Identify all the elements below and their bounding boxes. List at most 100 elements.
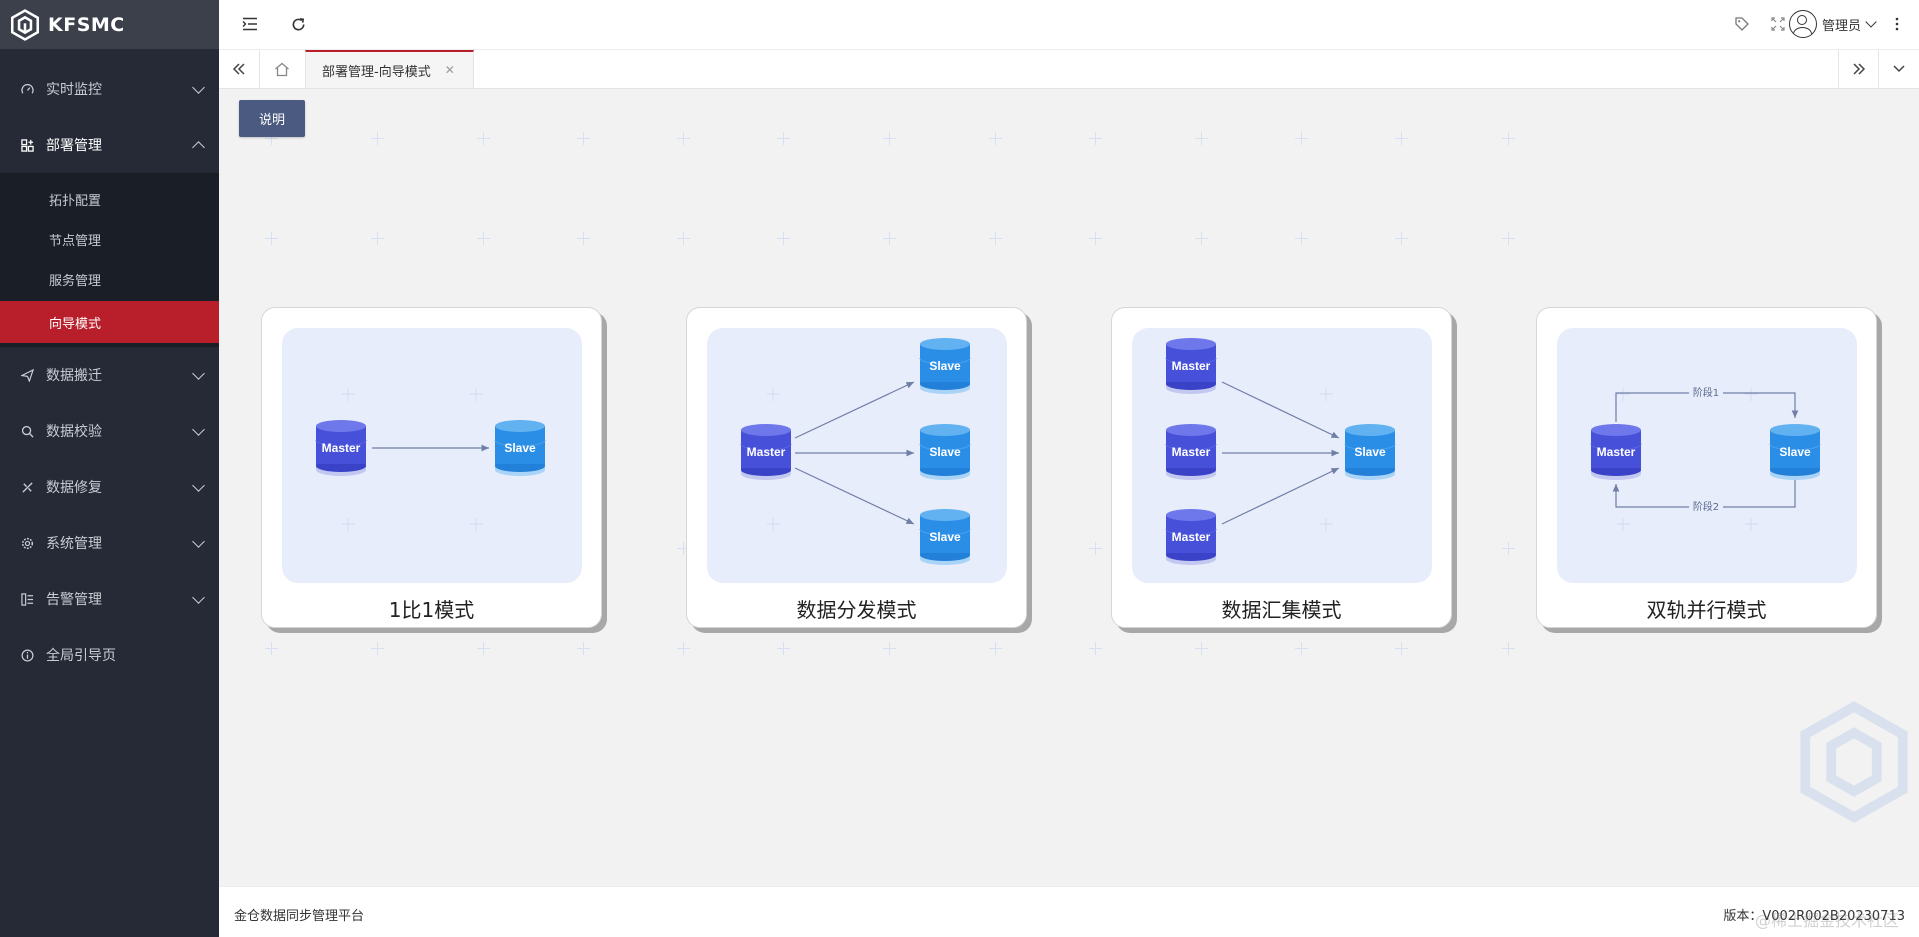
mode-card-aggregation[interactable]: Master Master Master Slave 数据汇集模式 — [1111, 307, 1452, 628]
tabs-scroll-right-button[interactable] — [1838, 50, 1879, 88]
grid-plus-mark — [577, 232, 590, 245]
grid-plus-mark — [1295, 642, 1308, 655]
sidebar-menu: 实时监控 部署管理 — [0, 61, 219, 173]
master-label: Master — [1597, 445, 1636, 459]
home-tab-button[interactable] — [262, 50, 302, 88]
grid-plus-mark — [1195, 132, 1208, 145]
sidebar-item-data-verify[interactable]: 数据校验 — [0, 403, 219, 459]
avatar-icon — [1788, 10, 1817, 38]
chevron-down-icon — [192, 535, 205, 548]
more-button[interactable] — [1887, 14, 1907, 34]
tab-label: 部署管理-向导模式 — [322, 64, 431, 80]
slave-label: Slave — [504, 441, 536, 455]
deploy-grid-icon — [20, 138, 34, 152]
sidebar-item-data-migration[interactable]: 数据搬迁 — [0, 347, 219, 403]
sidebar-subitem-services[interactable]: 服务管理 — [49, 273, 102, 289]
sidebar-item-realtime-monitor[interactable]: 实时监控 — [0, 61, 219, 117]
grid-plus-mark — [371, 132, 384, 145]
grid-plus-mark — [371, 642, 384, 655]
chevron-up-icon — [192, 141, 205, 154]
collapse-menu-button[interactable] — [240, 14, 260, 34]
sidebar-subitem-topology[interactable]: 拓扑配置 — [49, 193, 102, 209]
watermark-logo-icon — [1800, 701, 1908, 823]
slave-label: Slave — [929, 530, 961, 544]
mode-card-one-to-one[interactable]: Master Slave 1比1模式 — [261, 307, 602, 628]
grid-plus-mark — [777, 132, 790, 145]
fullscreen-button[interactable] — [1768, 14, 1788, 34]
sidebar-item-label: 全局引导页 — [46, 648, 116, 664]
mode-card-distribution[interactable]: Master Slave Slave Slave 数据分发模式 — [686, 307, 1027, 628]
sidebar-item-system-management[interactable]: 系统管理 — [0, 515, 219, 571]
sidebar-item-label: 数据校验 — [46, 424, 102, 440]
tabs-dropdown-button[interactable] — [1878, 50, 1919, 88]
grid-plus-mark — [477, 642, 490, 655]
grid-plus-mark — [265, 642, 278, 655]
slave-label: Slave — [929, 445, 961, 459]
grid-plus-mark — [1395, 232, 1408, 245]
stage-1-label: 阶段1 — [1693, 386, 1719, 399]
sidebar-item-deploy-management[interactable]: 部署管理 — [0, 117, 219, 173]
grid-plus-mark — [1502, 132, 1515, 145]
watermark-text: @稀土掘金技术社区 — [1754, 911, 1899, 930]
tab-deploy-wizard[interactable]: 部署管理-向导模式 ✕ — [305, 50, 474, 88]
master-label: Master — [1172, 530, 1211, 544]
grid-plus-mark — [1395, 642, 1408, 655]
tag-button[interactable] — [1732, 14, 1752, 34]
close-icon[interactable]: ✕ — [444, 63, 455, 77]
grid-plus-mark — [777, 232, 790, 245]
grid-plus-mark — [1502, 642, 1515, 655]
info-icon — [20, 648, 34, 662]
sidebar-item-label: 部署管理 — [46, 138, 102, 154]
description-button[interactable]: 说明 — [239, 100, 305, 137]
grid-plus-mark — [1295, 232, 1308, 245]
grid-plus-mark — [1295, 132, 1308, 145]
chevron-down-icon — [1893, 65, 1905, 73]
alarm-icon — [20, 592, 34, 606]
sidebar-item-label: 系统管理 — [46, 536, 102, 552]
app-name: KFSMC — [48, 13, 125, 36]
grid-plus-mark — [1089, 642, 1102, 655]
mode-card-dual-track[interactable]: Master Slave 阶段1 阶段2 双轨并行模式 — [1536, 307, 1877, 628]
grid-plus-mark — [883, 232, 896, 245]
chevron-down-icon — [192, 367, 205, 380]
tag-icon — [1735, 17, 1749, 31]
sidebar-item-label: 数据搬迁 — [46, 368, 102, 384]
grid-plus-mark — [1195, 642, 1208, 655]
double-chevron-left-icon — [232, 63, 245, 75]
chevron-down-icon — [192, 479, 205, 492]
app-logo[interactable]: KFSMC — [0, 0, 219, 49]
send-icon — [20, 368, 34, 382]
submenu-deploy: 拓扑配置 节点管理 服务管理 向导模式 — [0, 173, 219, 347]
grid-plus-mark — [883, 132, 896, 145]
search-icon — [20, 424, 34, 438]
grid-plus-mark — [1195, 232, 1208, 245]
tabs-scroll-left-button[interactable] — [219, 50, 260, 88]
grid-plus-mark — [1395, 132, 1408, 145]
gear-icon — [20, 536, 34, 550]
sidebar-item-global-guide[interactable]: 全局引导页 — [0, 627, 219, 683]
grid-plus-mark — [477, 232, 490, 245]
top-header: 管理员 — [219, 0, 1919, 50]
grid-plus-mark — [1089, 132, 1102, 145]
sidebar-subitem-nodes[interactable]: 节点管理 — [49, 233, 102, 249]
card-title: 双轨并行模式 — [1646, 598, 1767, 622]
grid-plus-mark — [677, 232, 690, 245]
diagram-one-to-one: Master Slave — [282, 328, 582, 583]
user-menu[interactable]: 管理员 — [1788, 10, 1877, 38]
chevron-down-icon — [192, 423, 205, 436]
refresh-button[interactable] — [288, 14, 308, 34]
refresh-icon — [292, 17, 304, 30]
repair-icon — [20, 480, 34, 494]
kfsmc-logo-icon — [10, 8, 40, 41]
sidebar-item-label: 数据修复 — [46, 480, 102, 496]
sidebar-subitem-wizard[interactable]: 向导模式 — [0, 301, 219, 343]
diagram-aggregation: Master Master Master Slave — [1132, 328, 1432, 583]
sidebar-item-alarm-management[interactable]: 告警管理 — [0, 571, 219, 627]
grid-plus-mark — [989, 642, 1002, 655]
user-name: 管理员 — [1821, 18, 1861, 34]
master-label: Master — [1172, 445, 1211, 459]
double-chevron-right-icon — [1853, 63, 1866, 75]
sidebar-item-data-repair[interactable]: 数据修复 — [0, 459, 219, 515]
grid-plus-mark — [677, 642, 690, 655]
grid-plus-mark — [677, 542, 690, 555]
